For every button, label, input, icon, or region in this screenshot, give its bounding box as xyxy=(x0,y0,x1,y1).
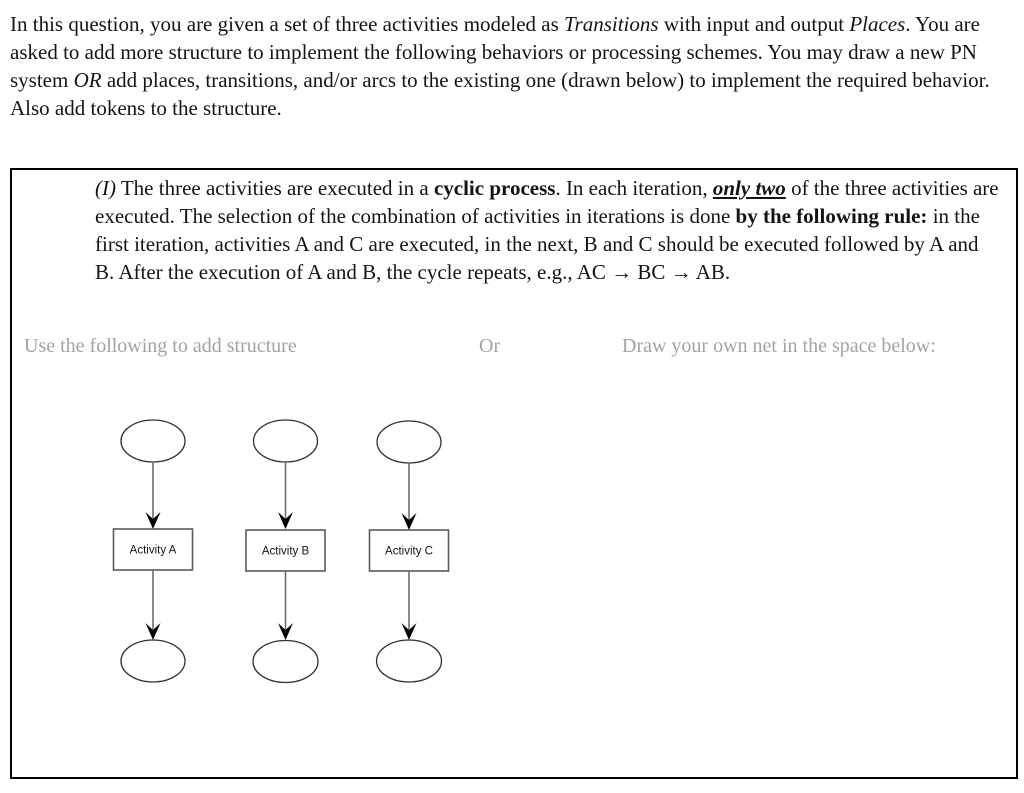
petri-net-diagram: Activity A Activity B xyxy=(112,419,450,684)
arrowhead-icon xyxy=(278,623,293,640)
instruction-use-structure: Use the following to add structure xyxy=(24,335,297,357)
question-text: (I) The three activities are executed in… xyxy=(95,174,1003,286)
question-term-rule: by the following rule: xyxy=(735,204,928,228)
transition-label-b: Activity B xyxy=(262,546,310,558)
place-input-a xyxy=(120,419,186,463)
place-output-a xyxy=(120,639,186,683)
question-text-4: in the first iteration, activities A and… xyxy=(95,204,980,284)
place-input-b xyxy=(252,419,319,463)
activity-column-a: Activity A xyxy=(112,419,194,683)
question-text-1: The three activities are executed in a xyxy=(115,176,434,200)
arrowhead-icon xyxy=(278,512,293,529)
intro-text-1: In this question, you are given a set of… xyxy=(10,12,565,36)
instruction-draw-own: Draw your own net in the space below: xyxy=(622,335,936,357)
question-text-2: . In each iteration, xyxy=(555,176,713,200)
question-term-only-two: only two xyxy=(712,176,786,200)
activity-column-b: Activity B xyxy=(245,419,326,684)
transition-activity-c xyxy=(368,529,450,572)
transition-label-c: Activity C xyxy=(385,546,433,558)
arrowhead-icon xyxy=(401,623,417,640)
intro-paragraph: In this question, you are given a set of… xyxy=(10,10,990,122)
intro-term-transitions: Transitions xyxy=(564,12,659,36)
transition-label-a: Activity A xyxy=(130,545,177,557)
transition-activity-b xyxy=(245,529,326,572)
arrowhead-icon xyxy=(145,623,161,640)
arrowhead-icon xyxy=(145,512,161,529)
intro-term-or: OR xyxy=(73,68,102,92)
place-output-c xyxy=(375,639,443,683)
question-number: (I) xyxy=(95,176,116,200)
arrowhead-icon xyxy=(401,513,417,530)
question-term-cyclic-process: cyclic process xyxy=(433,176,556,200)
place-output-b xyxy=(252,639,319,684)
intro-text-3: . You are asked to add more structure to… xyxy=(10,12,980,92)
intro-text-4: add places, transitions, and/or arcs to … xyxy=(10,68,990,120)
intro-text-2: with input and output xyxy=(658,12,850,36)
activity-column-c: Activity C xyxy=(368,420,450,683)
transition-activity-a xyxy=(112,528,194,571)
place-input-c xyxy=(376,420,442,464)
intro-term-places: Places xyxy=(849,12,906,36)
instruction-or: Or xyxy=(479,335,501,357)
question-text-3: of the three activities are executed. Th… xyxy=(95,176,999,228)
question-panel: (I) The three activities are executed in… xyxy=(10,168,1018,779)
